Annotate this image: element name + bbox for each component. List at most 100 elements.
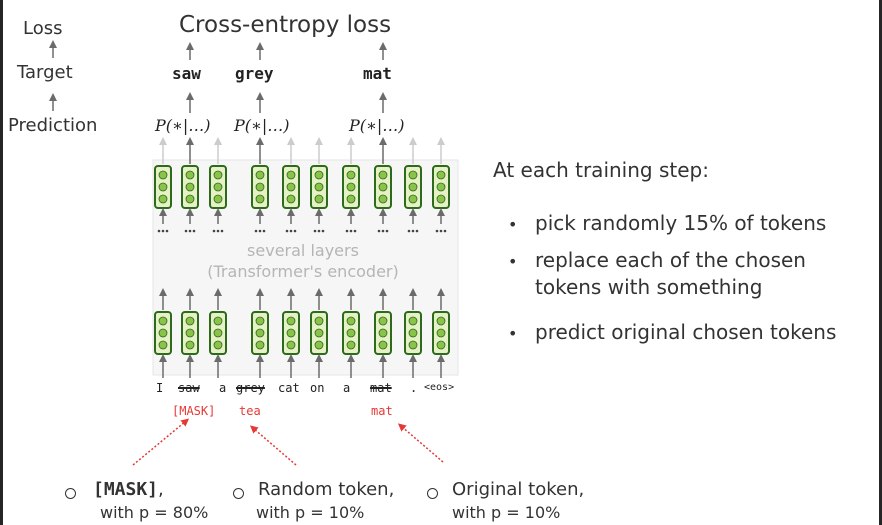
ellipsis-dot — [313, 229, 317, 233]
lower-vector-dot — [286, 316, 296, 326]
input-token: a — [219, 381, 227, 395]
bullet-dot: • — [508, 252, 518, 271]
lower-vector-dot — [408, 328, 418, 338]
loss-label: Loss — [23, 18, 63, 39]
lower-vector-dot — [346, 328, 356, 338]
upper-vector-dot — [286, 182, 296, 192]
ellipsis-dot — [385, 229, 389, 233]
slide: Loss Target Prediction Cross-entropy los… — [3, 0, 879, 525]
arrow-option-mask — [132, 418, 190, 466]
lower-vector-dot — [436, 340, 446, 350]
step-bullet: replace each of the chosen tokens with s… — [535, 248, 806, 299]
lower-vector-dot — [286, 340, 296, 350]
lower-vector-dot — [378, 328, 388, 338]
upper-vector-dot — [255, 182, 265, 192]
option-mask-suffix: , — [158, 479, 164, 500]
cross-entropy-title: Cross-entropy loss — [179, 12, 392, 38]
ellipsis-dot — [192, 229, 196, 233]
ellipsis-dot — [377, 229, 381, 233]
lower-vector-dot — [346, 316, 356, 326]
upper-vector-dot — [314, 170, 324, 180]
lower-vector-dot — [255, 340, 265, 350]
lower-vector-dot — [286, 328, 296, 338]
target-token-grey: grey — [235, 64, 274, 83]
ellipsis-dot — [345, 229, 349, 233]
ellipsis-dot — [407, 229, 411, 233]
lower-vector-dot — [213, 316, 223, 326]
lower-vector-dot — [255, 328, 265, 338]
upper-vector-dot — [378, 170, 388, 180]
upper-vector-dot — [255, 194, 265, 204]
ellipsis-dot — [258, 229, 262, 233]
ellipsis-dot — [212, 229, 216, 233]
upper-vector-dot — [185, 170, 195, 180]
lower-vector-dot — [378, 316, 388, 326]
lower-vector-dot — [185, 316, 195, 326]
lower-vector-dot — [185, 340, 195, 350]
step-bullet: predict original chosen tokens — [535, 320, 837, 344]
ellipsis-dot — [184, 229, 188, 233]
lower-vector-dot — [255, 316, 265, 326]
ellipsis-dot — [443, 229, 447, 233]
upper-vector-dot — [314, 194, 324, 204]
replacement-original: mat — [371, 404, 393, 418]
upper-vector-dot — [158, 194, 168, 204]
ellipsis-dot — [439, 229, 443, 233]
ellipsis-dot — [262, 229, 266, 233]
target-label: Target — [17, 62, 73, 83]
upper-vector-dot — [378, 194, 388, 204]
input-token: . — [410, 381, 418, 395]
ellipsis-dot — [220, 229, 224, 233]
upper-vector-dot — [436, 182, 446, 192]
input-token-masked: mat — [370, 381, 392, 395]
upper-vector-dot — [255, 170, 265, 180]
lower-vector-dot — [408, 340, 418, 350]
ellipsis-dot — [353, 229, 357, 233]
upper-vector-dot — [346, 194, 356, 204]
lower-vector-dot — [213, 340, 223, 350]
prediction-mat: P(∗|…) — [349, 116, 405, 135]
input-token: I — [156, 381, 164, 395]
input-token-masked: grey — [236, 381, 265, 395]
upper-vector-dot — [213, 170, 223, 180]
upper-vector-dot — [408, 182, 418, 192]
option-mask-name: [MASK] — [93, 479, 159, 500]
target-token-saw: saw — [172, 64, 201, 83]
ellipsis-dot — [317, 229, 321, 233]
upper-vector-dot — [286, 194, 296, 204]
ellipsis-dot — [349, 229, 353, 233]
ellipsis-dot — [157, 229, 161, 233]
ellipsis-dot — [321, 229, 325, 233]
option-ring-icon — [233, 488, 244, 499]
input-token-eos: <eos> — [424, 382, 455, 393]
ellipsis-dot — [161, 229, 165, 233]
upper-vector-dot — [346, 182, 356, 192]
lower-vector-dot — [213, 328, 223, 338]
steps-heading: At each training step: — [493, 158, 709, 182]
input-token: a — [343, 381, 351, 395]
ellipsis-dot — [289, 229, 293, 233]
upper-vector-dot — [286, 170, 296, 180]
input-token: on — [310, 381, 325, 395]
prediction-saw: P(∗|…) — [155, 116, 211, 135]
lower-vector-dot — [314, 328, 324, 338]
upper-vector-dot — [185, 182, 195, 192]
ellipsis-dot — [285, 229, 289, 233]
option-ring-icon — [427, 488, 438, 499]
arrow-option-original — [397, 423, 444, 463]
upper-vector-dot — [346, 170, 356, 180]
bullet-dot: • — [508, 215, 518, 234]
prediction-label: Prediction — [8, 115, 98, 136]
target-token-mat: mat — [363, 64, 392, 83]
upper-vector-dot — [213, 194, 223, 204]
upper-vector-dot — [314, 182, 324, 192]
ellipsis-dot — [165, 229, 169, 233]
lower-vector-dot — [378, 340, 388, 350]
input-token-masked: saw — [178, 381, 200, 395]
input-token: cat — [278, 381, 300, 395]
option-random-prob: with p = 10% — [256, 503, 365, 522]
upper-vector-dot — [378, 182, 388, 192]
lower-vector-dot — [158, 316, 168, 326]
step-bullet: pick randomly 15% of tokens — [535, 211, 827, 235]
lower-vector-dot — [346, 340, 356, 350]
